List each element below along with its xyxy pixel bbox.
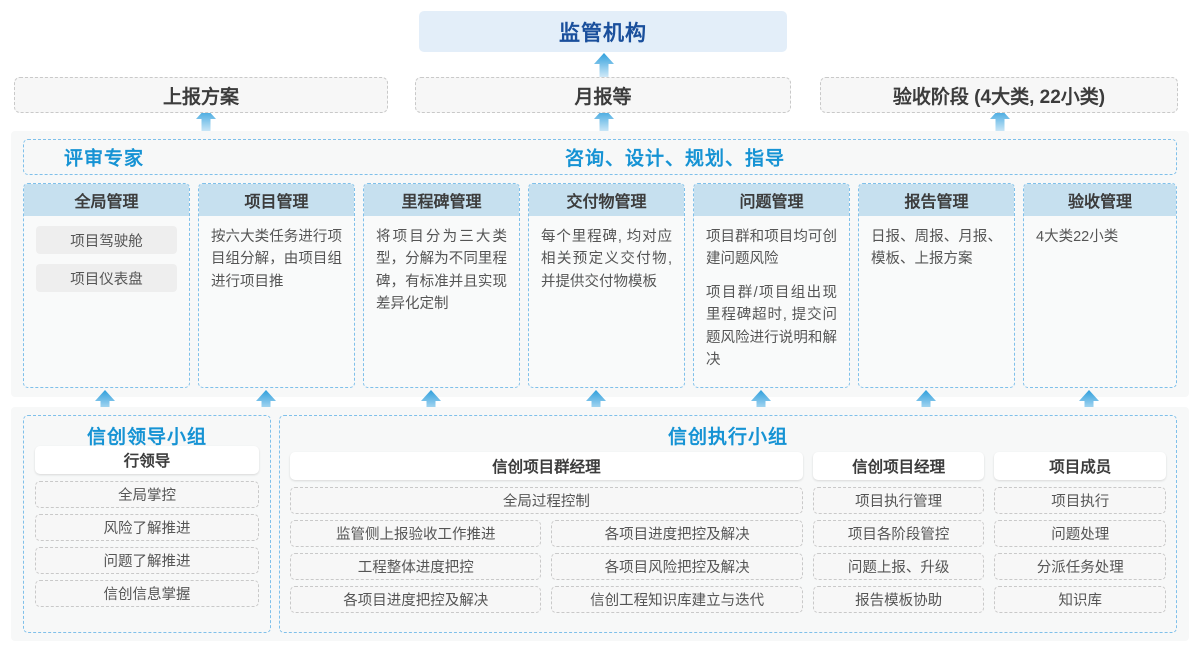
- column-body: 将项目分为三大类型，分解为不同里程碑，有标准并且实现差异化定制: [364, 216, 519, 316]
- program-manager-column: 信创项目群经理 全局过程控制 监管侧上报验收工作推进 工程整体进度把控 各项目进…: [290, 452, 803, 619]
- task-chip: 问题上报、升级: [812, 553, 985, 580]
- task-chip: 问题了解推进: [35, 547, 259, 574]
- column-chip: 项目仪表盘: [36, 264, 177, 292]
- management-column-2: 里程碑管理 将项目分为三大类型，分解为不同里程碑，有标准并且实现差异化定制: [363, 183, 520, 388]
- report-label: 验收阶段 (4大类, 22小类): [892, 86, 1106, 108]
- exec-columns: 信创项目群经理 全局过程控制 监管侧上报验收工作推进 工程整体进度把控 各项目进…: [280, 452, 1176, 619]
- management-column-5: 报告管理 日报、周报、月报、模板、上报方案: [858, 183, 1015, 388]
- arrow-up-icon: [594, 108, 614, 132]
- role-header: 信创项目群经理: [290, 452, 803, 480]
- task-chip: 全局掌控: [35, 481, 259, 508]
- task-chip: 报告模板协助: [812, 586, 985, 613]
- exec-group-box: 信创执行小组 信创项目群经理 全局过程控制 监管侧上报验收工作推进 工程整体进度…: [279, 415, 1177, 633]
- column-text: 每个里程碑, 均对应相关预定义交付物, 并提供交付物模板: [541, 229, 672, 290]
- column-text: 4大类22小类: [1036, 229, 1119, 245]
- expert-label: 评审专家: [64, 148, 145, 170]
- column-text: 按六大类任务进行项目组分解，由项目组进行项目推: [211, 229, 342, 290]
- arrow-up-icon: [586, 390, 606, 414]
- column-title: 报告管理: [859, 184, 1014, 216]
- column-title: 里程碑管理: [364, 184, 519, 216]
- column-title: 全局管理: [24, 184, 189, 216]
- arrow-up-icon: [95, 390, 115, 414]
- report-box-2: 验收阶段 (4大类, 22小类): [820, 77, 1178, 113]
- column-body: 按六大类任务进行项目组分解，由项目组进行项目推: [199, 216, 354, 293]
- column-chip: 项目驾驶舱: [36, 226, 177, 254]
- task-chip: 知识库: [994, 586, 1166, 613]
- arrow-up-icon: [1079, 390, 1099, 414]
- arrow-up-icon: [256, 390, 276, 414]
- task-chip: 工程整体进度把控: [290, 553, 542, 580]
- column-body: 项目群和项目均可创建问题风险 项目群/项目组出现里程碑超时, 提交问题风险进行说…: [694, 216, 849, 372]
- report-label: 月报等: [574, 86, 632, 108]
- report-label: 上报方案: [162, 86, 239, 108]
- task-chip: 项目执行管理: [812, 487, 985, 514]
- column-body: 4大类22小类: [1024, 216, 1176, 248]
- column-text: 项目群和项目均可创建问题风险: [706, 229, 837, 268]
- task-chip: 各项目进度把控及解决: [551, 520, 803, 547]
- task-chip: 信创工程知识库建立与迭代: [551, 586, 803, 613]
- task-chip: 各项目进度把控及解决: [290, 586, 542, 613]
- management-panel: 评审专家 咨询、设计、规划、指导 全局管理 项目驾驶舱 项目仪表盘 项目管理 按…: [11, 131, 1189, 397]
- regulator-box: 监管机构: [419, 11, 787, 52]
- leader-group-box: 信创领导小组 行领导 全局掌控 风险了解推进 问题了解推进 信创信息掌握: [23, 415, 271, 633]
- program-manager-task-grid: 监管侧上报验收工作推进 工程整体进度把控 各项目进度把控及解决 各项目进度把控及…: [290, 520, 803, 619]
- arrow-up-icon: [594, 53, 614, 77]
- exec-group-title-wrap: 信创执行小组: [280, 416, 1176, 452]
- program-manager-left-tasks: 监管侧上报验收工作推进 工程整体进度把控 各项目进度把控及解决: [290, 520, 542, 619]
- column-body: 每个里程碑, 均对应相关预定义交付物, 并提供交付物模板: [529, 216, 684, 293]
- column-title: 项目管理: [199, 184, 354, 216]
- management-column-1: 项目管理 按六大类任务进行项目组分解，由项目组进行项目推: [198, 183, 355, 388]
- member-column: 项目成员 项目执行 问题处理 分派任务处理 知识库: [994, 452, 1166, 619]
- column-body: 项目驾驶舱 项目仪表盘: [24, 216, 189, 292]
- project-manager-column: 信创项目经理 项目执行管理 项目各阶段管控 问题上报、升级 报告模板协助: [812, 452, 985, 619]
- column-title: 验收管理: [1024, 184, 1176, 216]
- management-column-0: 全局管理 项目驾驶舱 项目仪表盘: [23, 183, 190, 388]
- column-text: 日报、周报、月报、模板、上报方案: [871, 229, 1002, 268]
- task-chip: 问题处理: [994, 520, 1166, 547]
- arrow-up-icon: [421, 390, 441, 414]
- task-chip: 风险了解推进: [35, 514, 259, 541]
- task-chip: 信创信息掌握: [35, 580, 259, 607]
- task-chip: 各项目风险把控及解决: [551, 553, 803, 580]
- task-chip: 全局过程控制: [290, 487, 803, 514]
- column-title: 交付物管理: [529, 184, 684, 216]
- task-chip: 分派任务处理: [994, 553, 1166, 580]
- arrow-up-icon: [990, 108, 1010, 132]
- column-text: 项目群/项目组出现里程碑超时, 提交问题风险进行说明和解决: [706, 284, 837, 369]
- role-header: 项目成员: [994, 452, 1166, 480]
- management-column-6: 验收管理 4大类22小类: [1023, 183, 1177, 388]
- program-manager-right-tasks: 各项目进度把控及解决 各项目风险把控及解决 信创工程知识库建立与迭代: [551, 520, 803, 619]
- teams-panel: 信创领导小组 行领导 全局掌控 风险了解推进 问题了解推进 信创信息掌握 信创执…: [11, 407, 1189, 641]
- management-column-4: 问题管理 项目群和项目均可创建问题风险 项目群/项目组出现里程碑超时, 提交问题…: [693, 183, 850, 388]
- task-chip: 项目各阶段管控: [812, 520, 985, 547]
- management-column-3: 交付物管理 每个里程碑, 均对应相关预定义交付物, 并提供交付物模板: [528, 183, 685, 388]
- leader-group-stack: 行领导 全局掌控 风险了解推进 问题了解推进 信创信息掌握: [24, 446, 270, 607]
- report-box-0: 上报方案: [14, 77, 388, 113]
- task-chip: 项目执行: [994, 487, 1166, 514]
- role-header: 行领导: [35, 446, 259, 474]
- arrow-up-icon: [916, 390, 936, 414]
- arrow-up-icon: [196, 108, 216, 132]
- consult-header: 评审专家 咨询、设计、规划、指导: [23, 139, 1177, 175]
- report-box-1: 月报等: [415, 77, 791, 113]
- column-text: 将项目分为三大类型，分解为不同里程碑，有标准并且实现差异化定制: [376, 229, 507, 313]
- exec-group-title: 信创执行小组: [667, 427, 788, 448]
- column-body: 日报、周报、月报、模板、上报方案: [859, 216, 1014, 271]
- arrow-up-icon: [751, 390, 771, 414]
- guide-label: 咨询、设计、规划、指导: [564, 148, 785, 170]
- leader-group-title: 信创领导小组: [86, 427, 207, 448]
- task-chip: 监管侧上报验收工作推进: [290, 520, 542, 547]
- regulator-label: 监管机构: [559, 21, 647, 45]
- column-title: 问题管理: [694, 184, 849, 216]
- role-header: 信创项目经理: [812, 452, 985, 480]
